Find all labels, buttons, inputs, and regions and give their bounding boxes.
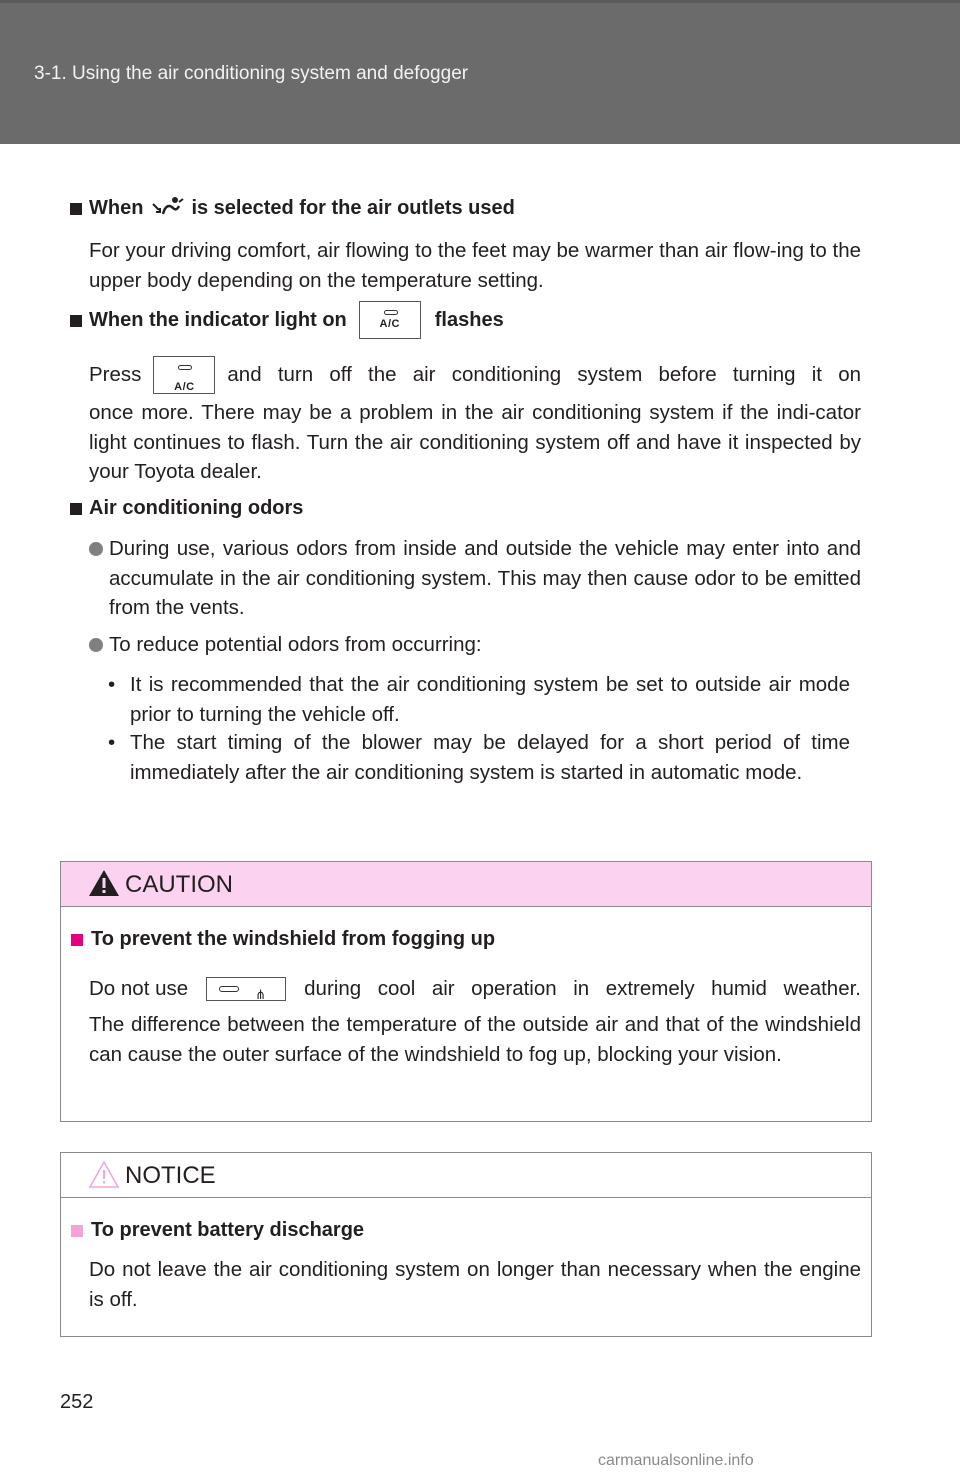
section-heading-indicator: When the indicator light on A/C flashes (70, 301, 504, 339)
ac-button-icon: A/C (153, 356, 216, 394)
indicator-paragraph: once more. There may be a problem in the… (89, 401, 861, 483)
page-number: 252 (60, 1391, 94, 1413)
square-bullet-icon (70, 503, 82, 515)
ac-button-icon: A/C (358, 301, 421, 339)
caution-paragraph: The difference between the temperature o… (89, 1013, 861, 1066)
foot-and-face-vent-icon (152, 197, 185, 215)
page-header: 3-1. Using the air conditioning system a… (0, 0, 960, 144)
chapter-title: 3-1. Using the air conditioning system a… (34, 63, 469, 84)
square-bullet-icon (71, 933, 83, 946)
indicator-first-line: Press A/C and turn off the air condition… (89, 356, 861, 394)
notice-header: NOTICE (61, 1153, 871, 1198)
notice-box: NOTICE To prevent battery discharge Do n… (60, 1152, 872, 1337)
caution-box: CAUTION To prevent the windshield from f… (60, 861, 872, 1122)
defogger-button-icon: ⋔ (206, 976, 287, 1002)
square-bullet-icon (71, 1224, 83, 1237)
watermark: carmanualsonline.info (598, 1452, 754, 1469)
odor-sub-bullet-2: • The start timing of the blower may be … (108, 728, 850, 787)
small-bullet-icon: • (108, 673, 116, 696)
caution-first-line: Do not use ⋔ during cool air operation i… (89, 976, 861, 1002)
odor-bullet-2: To reduce potential odors from occurring… (89, 630, 861, 660)
caution-header: CAUTION (61, 862, 871, 907)
notice-triangle-icon (88, 1160, 120, 1188)
square-bullet-icon (70, 314, 82, 327)
odor-sub-bullet-1: • It is recommended that the air conditi… (108, 670, 850, 729)
square-bullet-icon (70, 202, 82, 215)
outlets-paragraph: For your driving comfort, air flowing to… (89, 239, 861, 292)
section-heading-odors: Air conditioning odors (70, 497, 303, 520)
warning-triangle-icon (89, 870, 119, 896)
notice-paragraph: Do not leave the air conditioning system… (89, 1258, 861, 1311)
caution-heading: To prevent the windshield from fogging u… (71, 928, 495, 951)
round-bullet-icon (89, 638, 103, 652)
odor-bullet-1: During use, various odors from inside an… (89, 534, 861, 623)
round-bullet-icon (89, 542, 103, 556)
notice-heading: To prevent battery discharge (71, 1219, 364, 1242)
section-heading-outlets: When is selected for the air outlets use… (70, 196, 515, 220)
small-bullet-icon: • (108, 731, 116, 754)
